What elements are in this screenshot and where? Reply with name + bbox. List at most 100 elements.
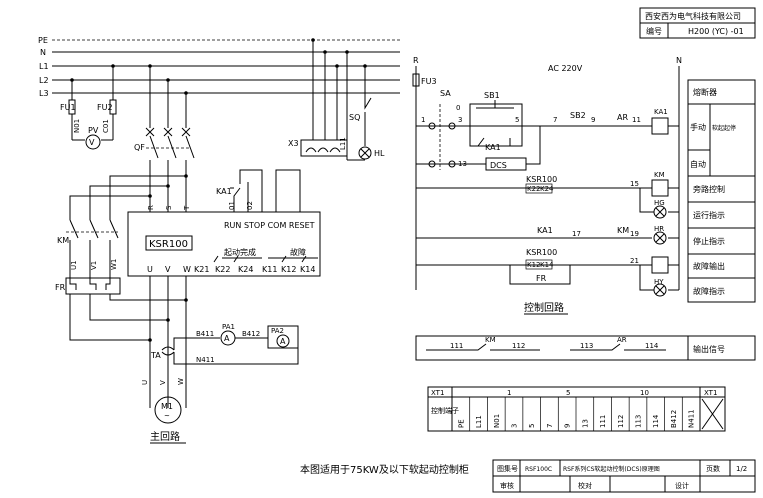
company-name: 西安西为电气科技有限公司 (645, 11, 741, 21)
terminal-label: 13 (581, 419, 589, 428)
ctrl-ksr100-a: KSR100 (526, 175, 557, 184)
ctrl-sa-label: SA (440, 89, 451, 98)
ctrl-ac-label: AC 220V (548, 64, 583, 73)
terminal-label: N411 (688, 409, 696, 428)
ksr-term-v: V (165, 265, 171, 274)
label-soft-start: 软起起停 (712, 124, 736, 132)
tt-row-label: 控制端子 (431, 406, 459, 415)
footer-page-label: 页数 (706, 464, 720, 473)
terminal-label: L11 (475, 415, 483, 428)
ctrl-k14: K14 (540, 261, 554, 269)
terminal-label: 9 (564, 424, 572, 428)
label-fault-ind: 故障指示 (693, 286, 725, 296)
ctrl-k12: K12 (527, 261, 541, 269)
terminal-label: B412 (670, 410, 678, 428)
terminal-label: 113 (635, 415, 643, 428)
x3-label: X3 (288, 139, 299, 148)
number-label: 编号 (646, 26, 662, 36)
motor-term-v: V (159, 380, 167, 385)
terminal-label: 3 (511, 424, 519, 428)
ksr-term-t: T (183, 205, 191, 211)
ksr-term-s: S (165, 205, 173, 210)
node-3: 3 (458, 116, 462, 124)
ctrl-hg: HG (654, 199, 665, 207)
ksr-relay-k14: K14 (300, 265, 315, 274)
tt-group-1: 1 (507, 389, 511, 397)
wire-b412: B412 (242, 330, 260, 338)
terminal-label: PE (457, 419, 465, 428)
terminal-label: 7 (546, 424, 554, 428)
tt-group-10: 10 (640, 389, 649, 397)
tt-xt1-right: XT1 (704, 389, 717, 397)
output-signal-row: 111 KM 112 113 AR 114 输出信号 (415, 335, 756, 361)
label-manual: 手动 (690, 122, 706, 132)
control-circuit-caption: 控制回路 (524, 301, 564, 314)
hl-label: HL (374, 149, 385, 158)
terminal-label: 112 (617, 415, 625, 428)
start-done-label: 起动完成 (224, 247, 256, 257)
terminal-label: 111 (599, 415, 607, 428)
tt-xt1-left: XT1 (431, 389, 444, 397)
bus-l3-label: L3 (39, 89, 49, 98)
motor-term-w: W (177, 378, 185, 385)
motor-tilde: ~ (164, 412, 170, 420)
voltmeter-branch: V PV FU1 FU2 N01 C01 (60, 66, 117, 150)
ksr-relay-k24: K24 (238, 265, 253, 274)
ctrl-k22: K22 (527, 185, 541, 193)
ctrl-ka1-coil: KA1 (654, 108, 668, 116)
bypass-contactor: KM U1 V1 W1 FR (55, 175, 186, 341)
label-stop: 停止指示 (693, 236, 725, 246)
km-term-u1: U1 (70, 260, 78, 270)
ctrl-dcs-label: DCS (490, 161, 507, 170)
ksr-functions: RUN STOP COM RESET (224, 221, 315, 230)
node-9: 9 (591, 116, 595, 124)
label-run: 运行指示 (693, 210, 725, 220)
bus-l1-label: L1 (39, 62, 49, 71)
footer-note: 本图适用于75KW及以下软起动控制柜 (300, 463, 469, 476)
ksr-term-w: W (183, 265, 191, 274)
sq-label: SQ (349, 113, 360, 122)
wire-n411: N411 (196, 356, 215, 364)
wire-l11: L11 (339, 137, 347, 150)
out-label: 输出信号 (693, 344, 725, 354)
pa1-label: PA1 (222, 323, 235, 331)
footer-page: 1/2 (736, 465, 747, 473)
ctrl-ksr100-b: KSR100 (526, 248, 557, 257)
footer-drawing-no-label: 图集号 (497, 464, 518, 473)
label-fuse: 熔断器 (693, 87, 717, 97)
bus-l2-label: L2 (39, 76, 49, 85)
motor-label: M1 (161, 402, 173, 411)
tt-group-5: 5 (566, 389, 570, 397)
label-auto: 自动 (690, 159, 706, 169)
bus-n-label: N (40, 48, 46, 57)
out-111: 111 (450, 342, 463, 350)
footer-drawing-no: RSF100C (525, 466, 552, 473)
fuse-fu2-label: FU2 (97, 103, 113, 112)
lighting-branch: X3 SQ HL L11 (288, 40, 385, 161)
km-term-w1: W1 (110, 259, 118, 270)
node-13: 13 (458, 160, 467, 168)
bus-pe-label: PE (38, 36, 48, 45)
terminal-label: 114 (652, 414, 660, 428)
soft-starter-ksr100: R S T 01 02 RUN STOP COM RESET KSR100 起动… (127, 169, 321, 277)
footer-check: 校对 (578, 481, 592, 490)
footer-review: 审核 (500, 481, 514, 490)
ctrl-ka1-contact: KA1 (485, 143, 501, 152)
ksr-relay-k12: K12 (281, 265, 296, 274)
wire-c01: C01 (102, 119, 110, 133)
function-labels: 熔断器 手动 软起起停 自动 旁路控制 运行指示 停止指示 故障输出 故障指示 (687, 79, 756, 303)
wire-n01: N01 (73, 119, 81, 133)
bus-lines: PE N L1 L2 L3 (38, 36, 400, 98)
ka1-label: KA1 (216, 187, 232, 196)
title-block: 西安西为电气科技有限公司 编号 H200 (YC) -01 (639, 7, 756, 39)
ta-label: TA (150, 351, 161, 360)
out-113: 113 (580, 342, 593, 350)
ctrl-fr-label: FR (536, 274, 547, 283)
main-circuit-caption: 主回路 (150, 430, 180, 443)
node-19: 19 (630, 230, 639, 238)
ctrl-hy: HY (654, 278, 664, 286)
label-fault-out: 故障输出 (693, 261, 725, 271)
